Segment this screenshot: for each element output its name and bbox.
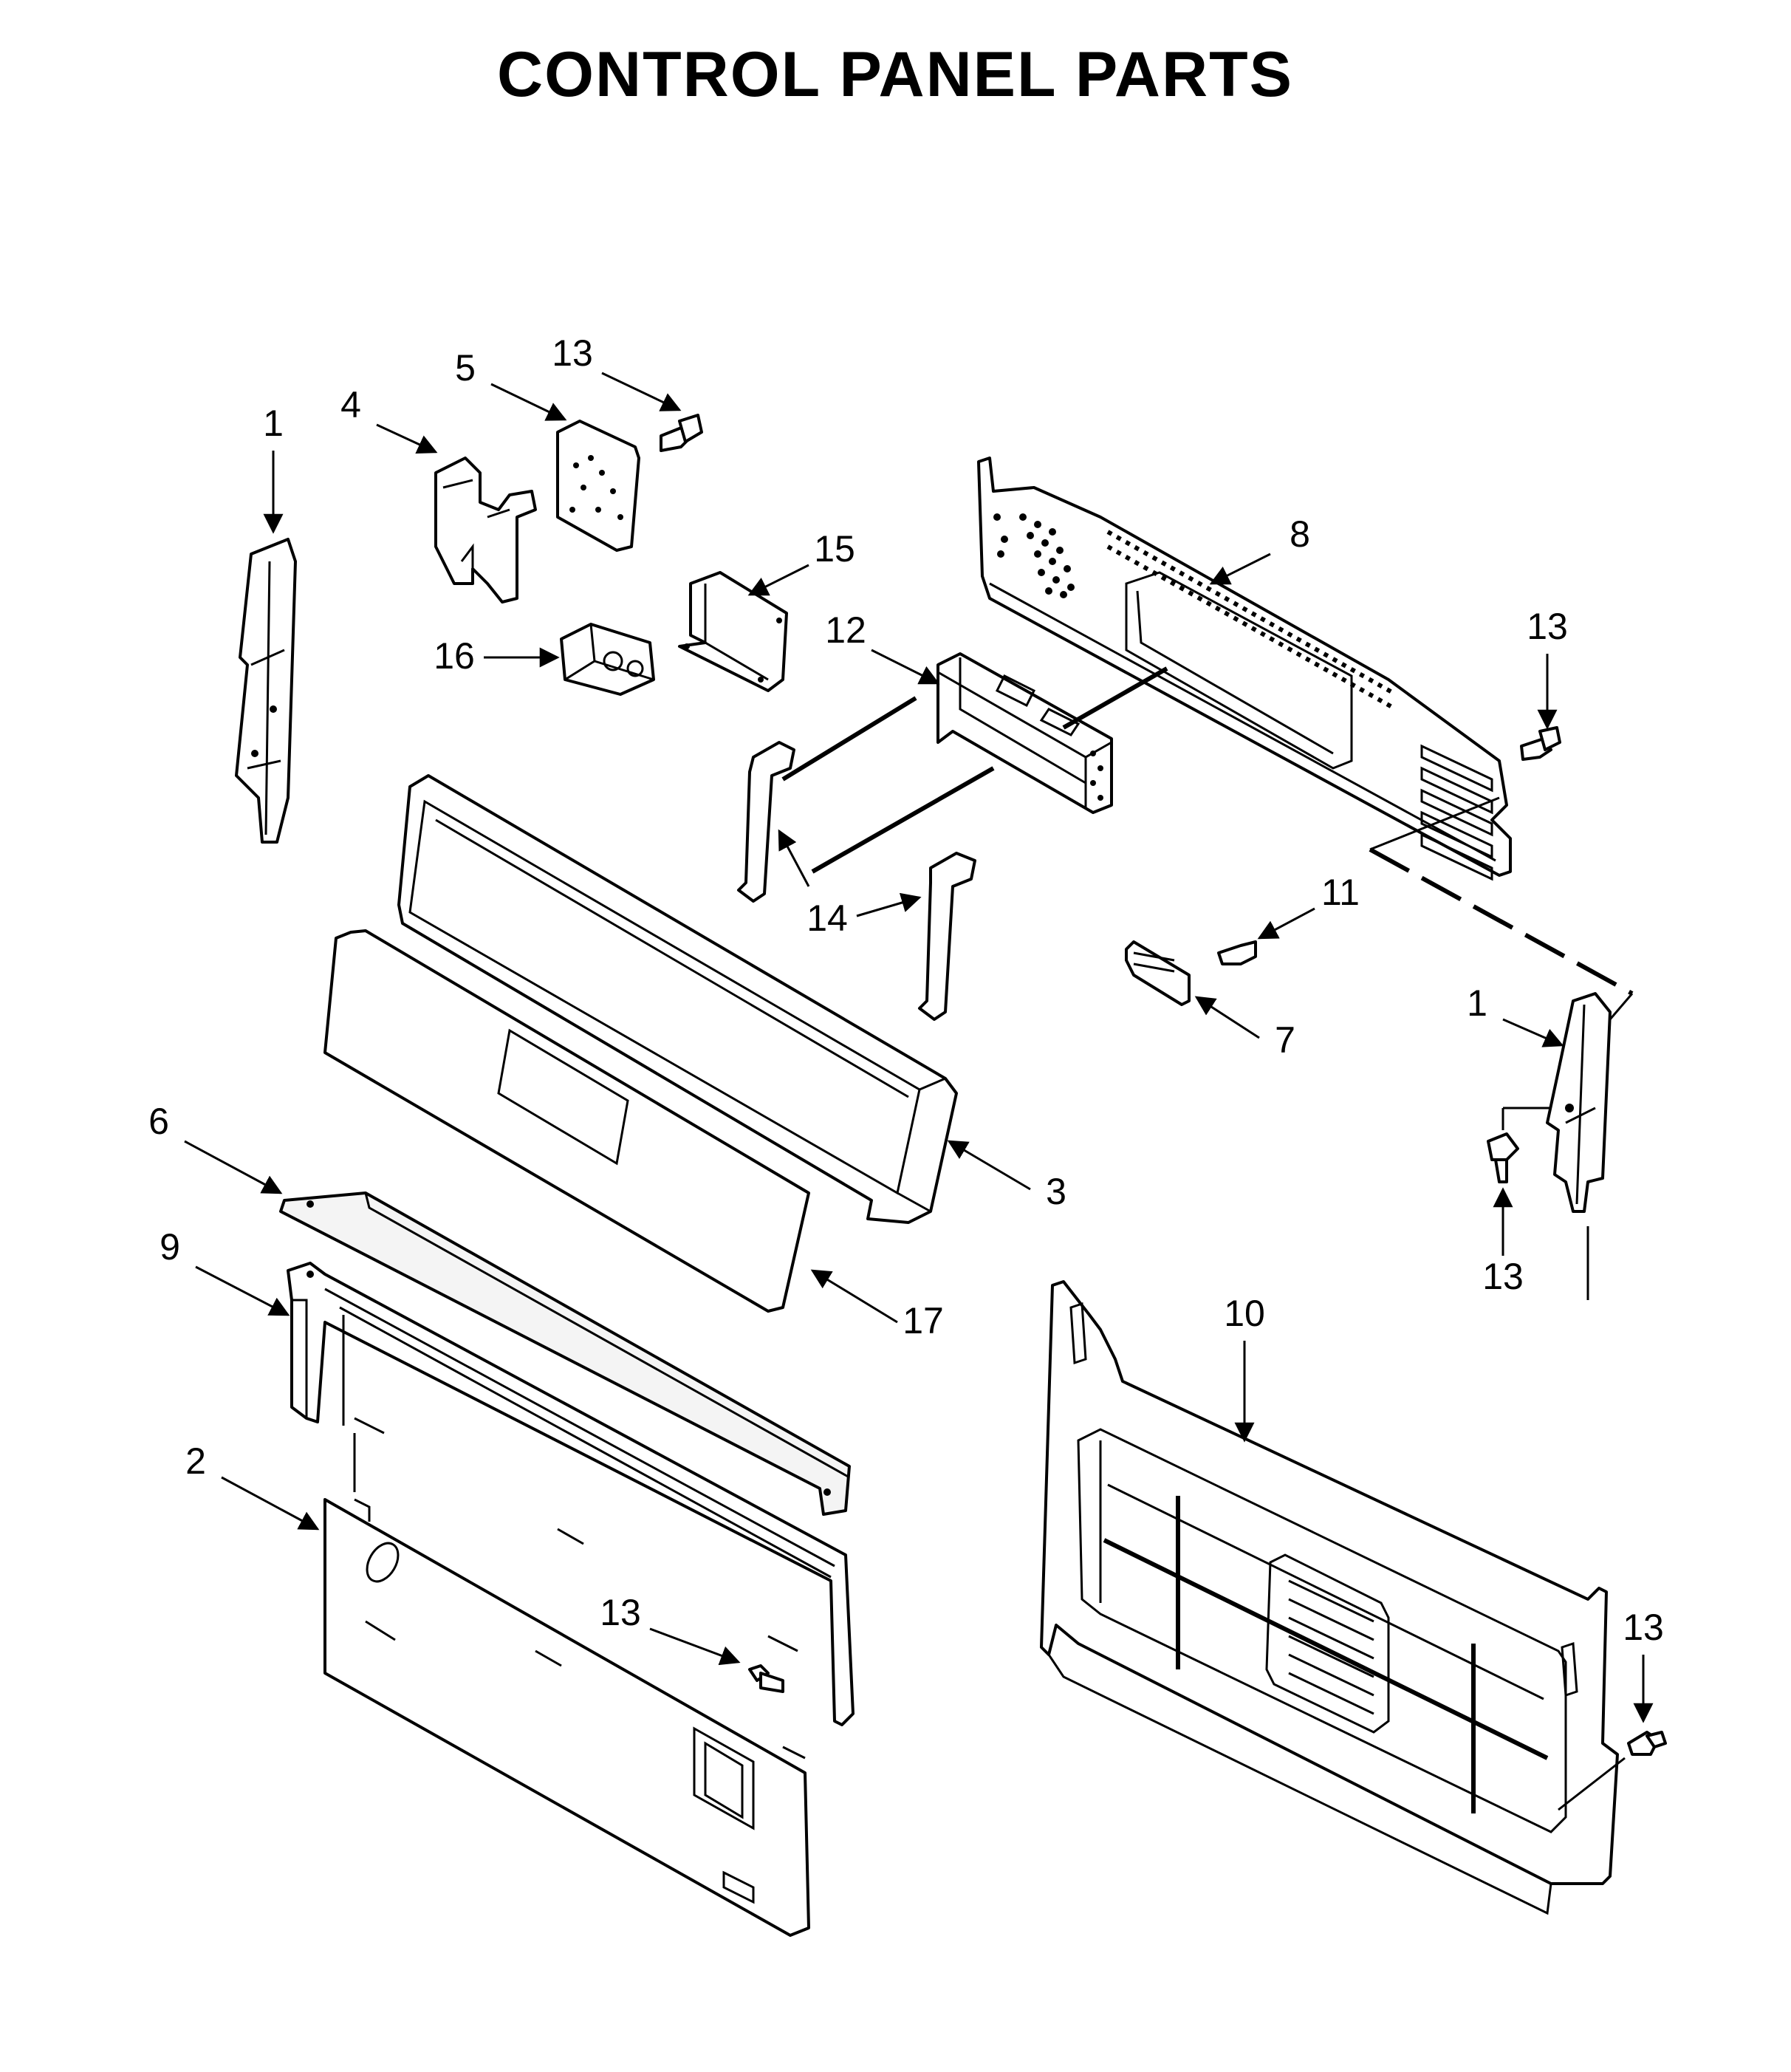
part-15-mounting-bracket [678, 571, 788, 692]
part-7-clip [1125, 940, 1191, 1006]
part-14-strap-left [737, 741, 795, 903]
part-6-trim-strip [279, 1191, 851, 1516]
callout-13-bottom: 13 [600, 1592, 641, 1633]
callout-6: 6 [148, 1101, 169, 1142]
part-13-screw-right-mid [1487, 1132, 1519, 1183]
page-title: CONTROL PANEL PARTS [497, 39, 1293, 110]
callout-17: 17 [903, 1300, 944, 1341]
leader-arrows [184, 372, 1654, 1723]
callout-15: 15 [814, 528, 855, 570]
callout-13-bottom-right: 13 [1623, 1607, 1664, 1648]
part-11-screw [1217, 940, 1257, 965]
part-14-strap-right [918, 852, 976, 1021]
callout-12: 12 [825, 609, 866, 651]
callout-11: 11 [1321, 872, 1360, 913]
part-13-screw-bottom [748, 1664, 784, 1693]
callout-5: 5 [455, 347, 476, 389]
part-1-left-side-bracket [235, 538, 297, 844]
part-8-rear-panel [977, 457, 1512, 881]
callout-1-left: 1 [263, 403, 284, 444]
part-4-bracket [434, 457, 537, 604]
callout-13-top: 13 [552, 332, 593, 374]
callout-14: 14 [807, 897, 848, 939]
part-13-screw-bottom-right [1627, 1731, 1667, 1756]
part-1-right-side-bracket [1546, 992, 1612, 1213]
part-5-circuit-board [556, 420, 640, 552]
part-9-frame-bracket [287, 1262, 855, 1726]
part-13-screw-top [660, 414, 703, 452]
callout-13-right-top: 13 [1527, 606, 1568, 647]
callout-4: 4 [340, 384, 361, 425]
part-17-glass-panel [323, 929, 810, 1313]
part-16-switch [560, 623, 655, 696]
part-10-access-panel [1040, 1280, 1619, 1915]
callout-16: 16 [434, 635, 475, 677]
part-12-control-module [936, 652, 1113, 814]
part-3-control-console [397, 774, 958, 1224]
callout-7: 7 [1275, 1019, 1295, 1061]
part-2-lower-panel [323, 1498, 810, 1937]
callout-8: 8 [1290, 513, 1310, 555]
callout-3: 3 [1046, 1171, 1066, 1212]
callout-13-right-mid: 13 [1482, 1256, 1524, 1297]
callout-9: 9 [160, 1226, 180, 1268]
callout-10: 10 [1224, 1293, 1265, 1334]
part-13-screw-right-top [1520, 726, 1561, 761]
callout-2: 2 [185, 1440, 206, 1482]
callout-1-right: 1 [1467, 982, 1487, 1024]
